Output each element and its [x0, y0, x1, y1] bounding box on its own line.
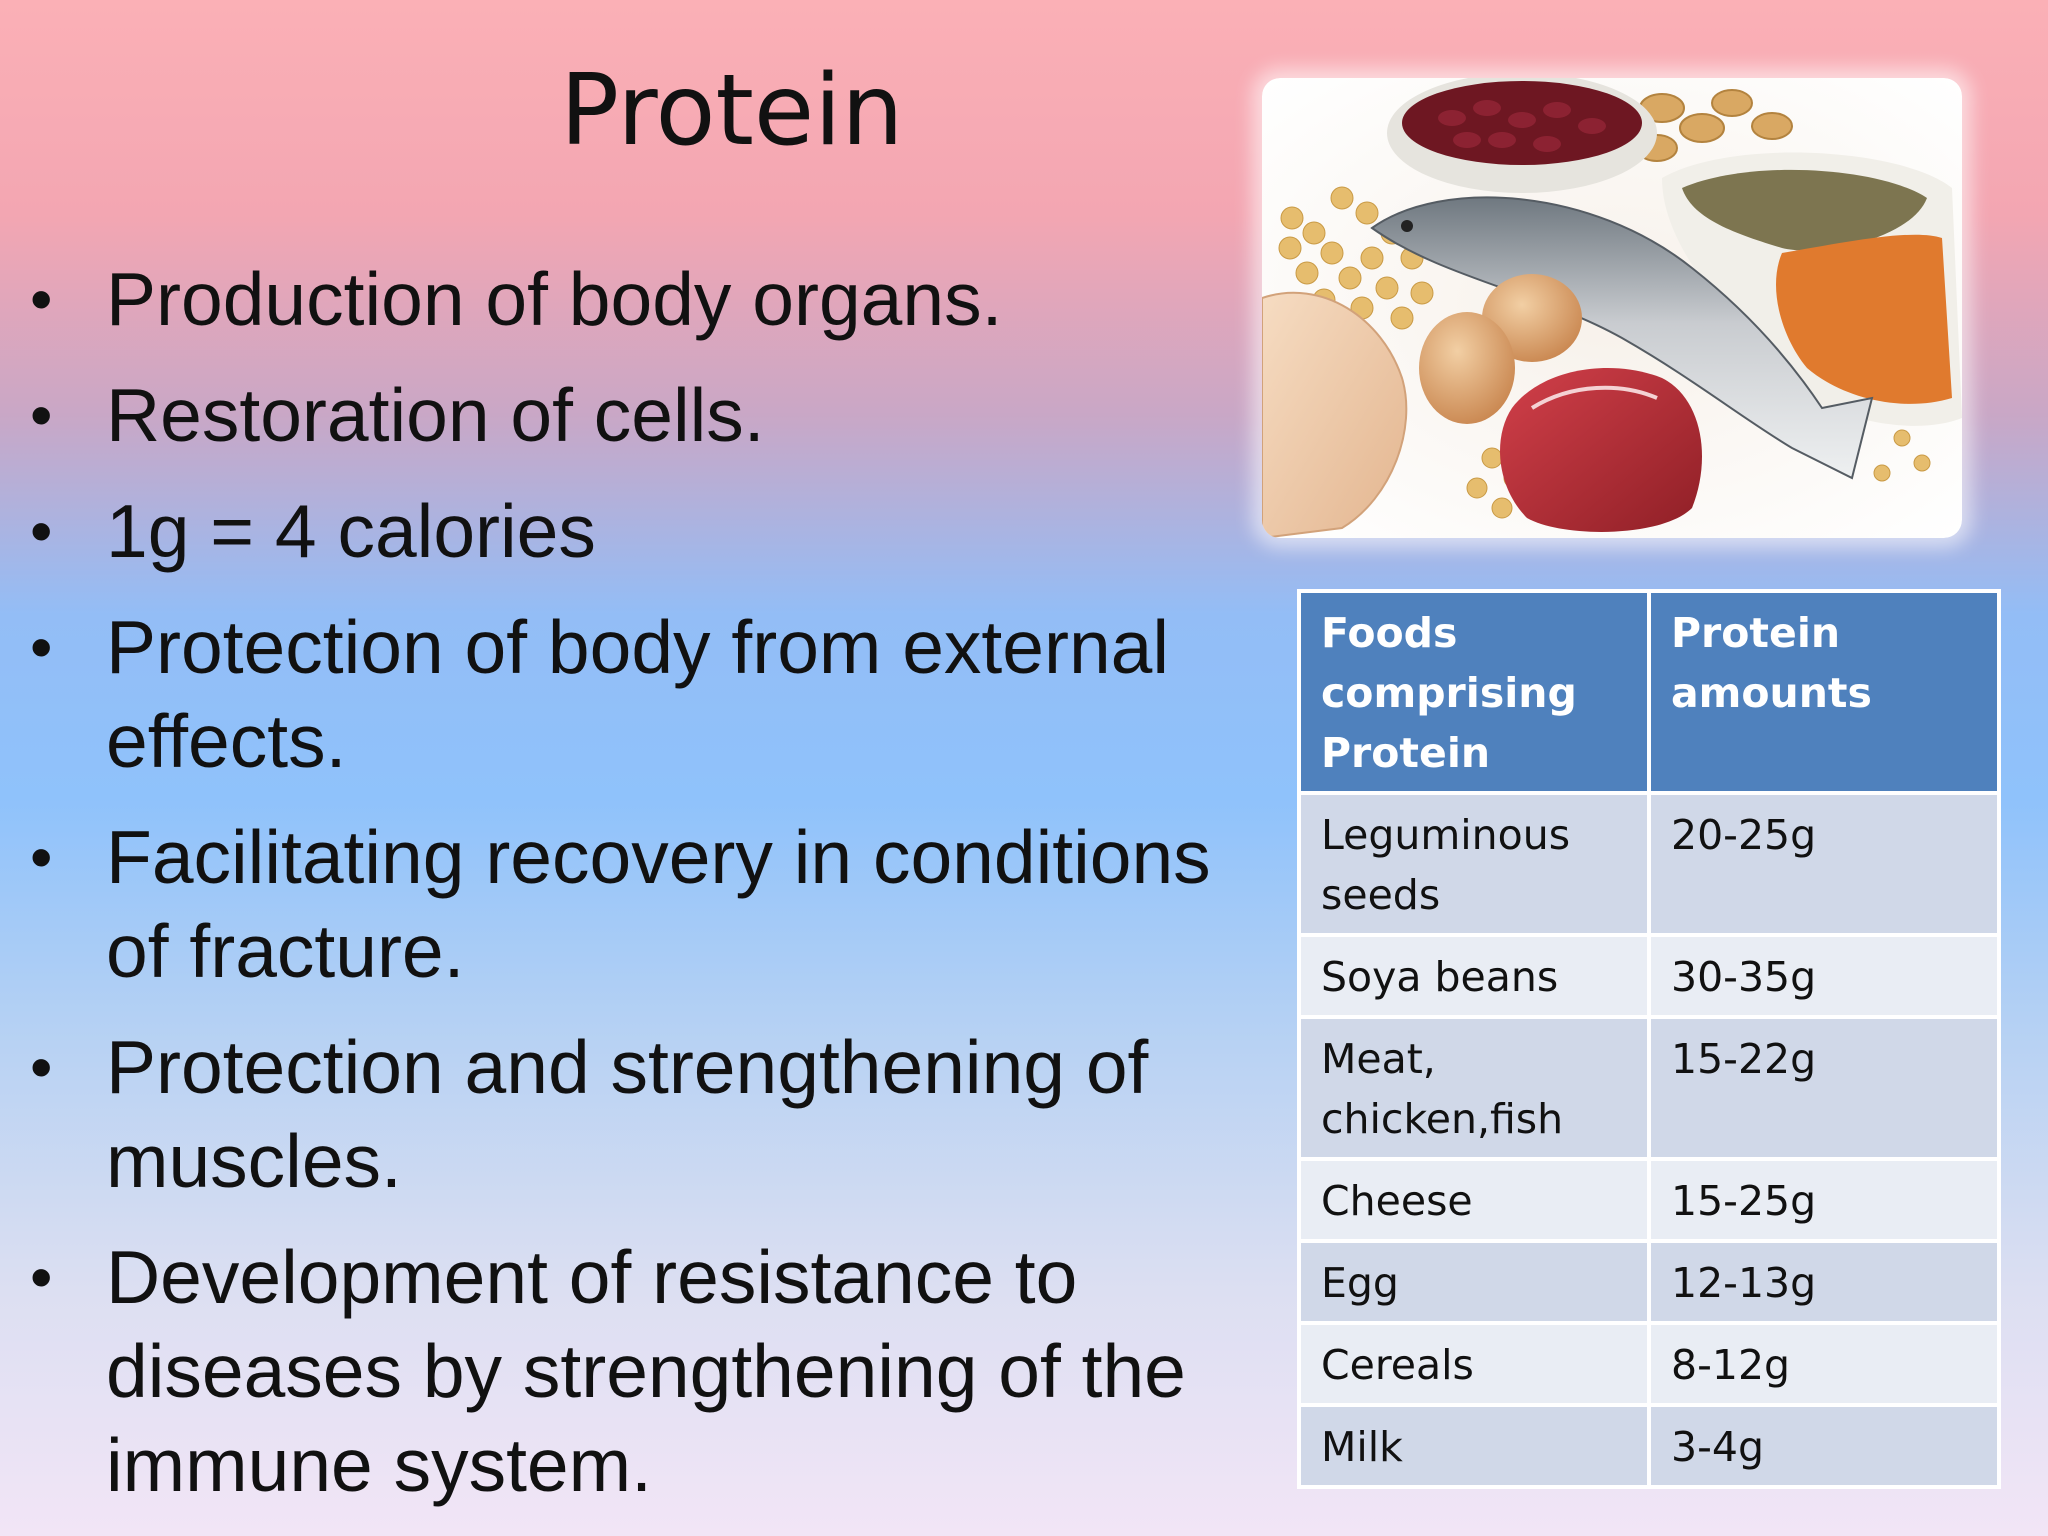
- bullet-text: Development of resistance to diseases by…: [106, 1235, 1186, 1507]
- amount-cell: 15-25g: [1647, 1157, 2001, 1243]
- amount-cell: 30-35g: [1647, 933, 2001, 1019]
- bullet-text: Production of body organs.: [106, 257, 1003, 341]
- bullet-dot-icon: •: [30, 379, 53, 451]
- protein-foods-photo: [1262, 78, 1962, 538]
- red-meat-icon: [1500, 368, 1702, 532]
- bullet-text: Restoration of cells.: [106, 373, 765, 457]
- amount-cell: 12-13g: [1647, 1239, 2001, 1325]
- food-cell: Cheese: [1297, 1157, 1651, 1243]
- food-cell: Soya beans: [1297, 933, 1651, 1019]
- table-row: Meat, chicken,fish 15-22g: [1297, 1015, 2001, 1161]
- bullet-item: • Restoration of cells.: [30, 368, 1290, 462]
- bullet-item: • Development of resistance to diseases …: [30, 1230, 1290, 1512]
- amount-cell: 20-25g: [1647, 791, 2001, 937]
- kidney-beans-bowl-icon: [1387, 78, 1657, 193]
- bullet-dot-icon: •: [30, 1241, 53, 1313]
- table-header-cell: Protein amounts: [1647, 589, 2001, 795]
- bullet-item: • Protection of body from external effec…: [30, 600, 1290, 788]
- food-cell: Egg: [1297, 1239, 1651, 1325]
- bullet-dot-icon: •: [30, 611, 53, 683]
- food-cell: Cereals: [1297, 1321, 1651, 1407]
- eggs-icon: [1419, 274, 1582, 424]
- table-row: Cereals 8-12g: [1297, 1321, 2001, 1407]
- lentils-dish-icon: [1662, 152, 1962, 426]
- table-row: Leguminous seeds 20-25g: [1297, 791, 2001, 937]
- table-row: Cheese 15-25g: [1297, 1157, 2001, 1243]
- amount-cell: 8-12g: [1647, 1321, 2001, 1407]
- amount-cell: 3-4g: [1647, 1403, 2001, 1489]
- table-header-cell: Foods comprising Protein: [1297, 589, 1651, 795]
- amount-cell: 15-22g: [1647, 1015, 2001, 1161]
- bullet-text: Protection and strengthening of muscles.: [106, 1025, 1149, 1203]
- bullet-list: • Production of body organs. • Restorati…: [30, 252, 1290, 1534]
- slide-title: Protein: [560, 54, 904, 168]
- food-cell: Leguminous seeds: [1297, 791, 1651, 937]
- table-row: Milk 3-4g: [1297, 1403, 2001, 1489]
- bullet-dot-icon: •: [30, 495, 53, 567]
- bullet-dot-icon: •: [30, 1031, 53, 1103]
- table-header-row: Foods comprising Protein Protein amounts: [1297, 589, 2001, 795]
- bullet-text: 1g = 4 calories: [106, 489, 596, 573]
- bullet-item: • Production of body organs.: [30, 252, 1290, 346]
- bullet-dot-icon: •: [30, 263, 53, 335]
- bullet-dot-icon: •: [30, 821, 53, 893]
- bullet-item: • 1g = 4 calories: [30, 484, 1290, 578]
- bullet-text: Protection of body from external effects…: [106, 605, 1170, 783]
- protein-foods-illustration: [1262, 78, 1962, 538]
- table-row: Soya beans 30-35g: [1297, 933, 2001, 1019]
- food-cell: Meat, chicken,fish: [1297, 1015, 1651, 1161]
- table-row: Egg 12-13g: [1297, 1239, 2001, 1325]
- bullet-item: • Protection and strengthening of muscle…: [30, 1020, 1290, 1208]
- protein-amounts-table: Foods comprising Protein Protein amounts…: [1297, 589, 2001, 1489]
- bullet-item: • Facilitating recovery in conditions of…: [30, 810, 1290, 998]
- chicken-breast-icon: [1262, 291, 1408, 538]
- bullet-text: Facilitating recovery in conditions of f…: [106, 815, 1211, 993]
- food-cell: Milk: [1297, 1403, 1651, 1489]
